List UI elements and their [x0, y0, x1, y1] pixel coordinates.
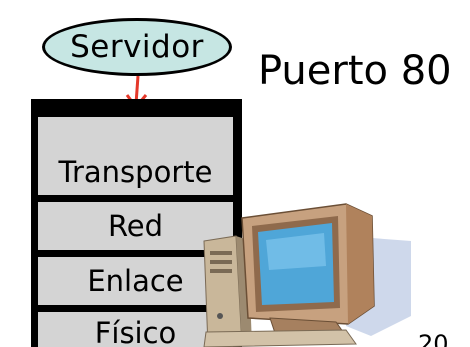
- layer-label: Transporte: [58, 155, 213, 189]
- servidor-bubble: Servidor: [42, 18, 232, 76]
- layer-red: Red: [38, 202, 233, 250]
- layer-label: Físico: [94, 316, 177, 347]
- protocol-stack: Transporte Red Enlace Físico: [31, 99, 242, 347]
- servidor-label: Servidor: [70, 29, 204, 65]
- layer-label: Enlace: [87, 264, 184, 298]
- desktop-computer-icon: [203, 203, 411, 347]
- layer-transporte: Transporte: [38, 117, 233, 195]
- layer-enlace: Enlace: [38, 257, 233, 305]
- page-number: 20: [418, 330, 449, 347]
- port-label: Puerto 80: [258, 48, 452, 94]
- layer-label: Red: [107, 209, 164, 243]
- layer-fisico: Físico: [38, 312, 233, 347]
